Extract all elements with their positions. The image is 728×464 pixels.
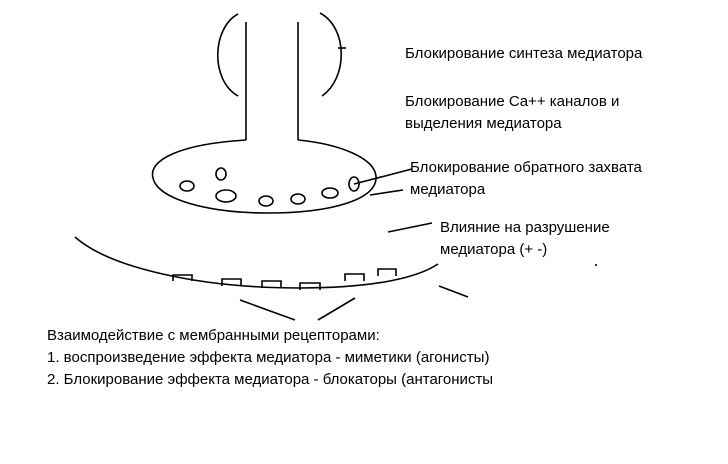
label-receptors-item2: 2. Блокирование эффекта медиатора - блок… bbox=[47, 371, 494, 388]
label-block-synthesis-text: Блокирование синтеза медиатора bbox=[405, 45, 643, 62]
receptor bbox=[261, 280, 282, 288]
label-reuptake-line1: Блокирование обратного захвата bbox=[410, 159, 642, 176]
label-receptor-interaction: Взаимодействие с мембранными рецепторами… bbox=[47, 325, 493, 391]
vesicle bbox=[179, 180, 195, 192]
impulse-arc-right bbox=[319, 12, 342, 97]
label-calcium-line2: выделения медиатора bbox=[405, 115, 562, 132]
impulse-arc-left bbox=[217, 13, 239, 97]
label-degradation: Влияние на разрушение медиатора (+ -) bbox=[440, 217, 610, 261]
label-block-calcium-channels: Блокирование Ca++ каналов и выделения ме… bbox=[405, 91, 619, 135]
pointer-terminal-edge bbox=[369, 189, 404, 196]
receptor bbox=[377, 268, 397, 276]
pointer-membrane-end bbox=[438, 285, 469, 298]
label-block-reuptake: Блокирование обратного захвата медиатора bbox=[410, 157, 642, 201]
label-receptors-item1: 1. воспроизведение эффекта медиатора - м… bbox=[47, 349, 490, 366]
label-calcium-line1: Блокирование Ca++ каналов и bbox=[405, 93, 620, 110]
pointer-receptor-right bbox=[317, 297, 356, 321]
presynaptic-terminal bbox=[151, 139, 377, 214]
label-degradation-line2: медиатора (+ -) bbox=[440, 241, 548, 258]
stray-dot bbox=[595, 264, 597, 266]
label-block-synthesis: Блокирование синтеза медиатора bbox=[405, 43, 642, 65]
label-reuptake-line2: медиатора bbox=[410, 181, 486, 198]
label-receptors-title: Взаимодействие с мембранными рецепторами… bbox=[47, 327, 380, 344]
postsynaptic-membrane bbox=[74, 236, 439, 289]
receptor bbox=[299, 282, 321, 290]
vesicle bbox=[290, 193, 306, 205]
receptor bbox=[221, 278, 242, 286]
vesicle bbox=[215, 167, 227, 181]
pointer-reuptake bbox=[353, 168, 413, 185]
vesicle bbox=[215, 189, 237, 203]
receptor bbox=[172, 274, 193, 281]
vesicle bbox=[258, 195, 274, 207]
vesicle bbox=[348, 176, 360, 192]
vesicle bbox=[321, 187, 339, 199]
receptor bbox=[344, 273, 365, 281]
pointer-degradation bbox=[387, 222, 433, 233]
pointer-receptor-left bbox=[239, 299, 296, 321]
label-degradation-line1: Влияние на разрушение bbox=[440, 219, 610, 236]
